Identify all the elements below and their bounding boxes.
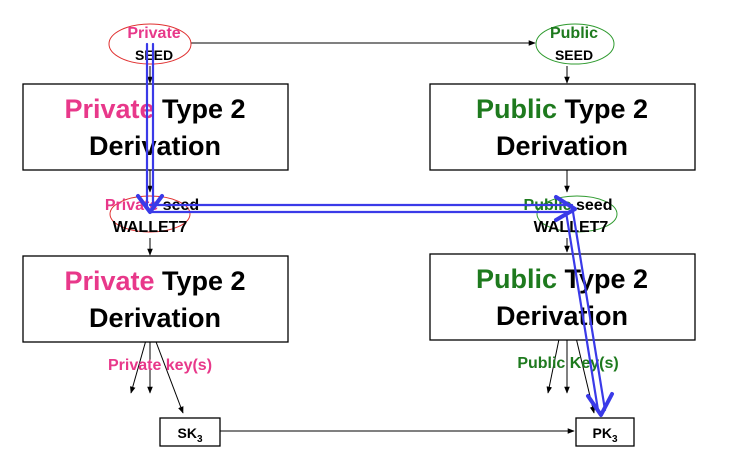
private-word: Private <box>64 266 154 296</box>
pk-subscript: 3 <box>612 434 618 445</box>
svg-text:PK3: PK3 <box>592 425 617 445</box>
public-word: Public <box>476 264 557 294</box>
private-seed-word: Private <box>105 197 158 214</box>
private-seed-node: Private SEED <box>108 23 192 65</box>
type2-text: Type 2 <box>155 266 246 296</box>
type2-text: Type 2 <box>557 264 648 294</box>
public-derivation-box-2: Public Type 2 Derivation <box>429 253 696 341</box>
derivation-text: Derivation <box>496 301 628 331</box>
public-keys-label: Public Key(s) <box>517 355 618 372</box>
public-derivation-box-1: Public Type 2 Derivation <box>429 83 696 171</box>
type2-text: Type 2 <box>155 94 246 124</box>
sk-subscript: 3 <box>197 434 203 445</box>
flow-private-to-public-wallet <box>148 203 574 214</box>
private-derivation-box-1: Private Type 2 Derivation <box>22 83 289 171</box>
public-seed-node: Public SEED <box>535 23 615 65</box>
flow-arrowhead-public-wallet-icon <box>554 195 577 222</box>
sk-base: SK <box>177 425 196 441</box>
derivation-text: Derivation <box>496 131 628 161</box>
flow-arrowhead-pk-icon <box>586 392 614 417</box>
private-word: Private <box>64 94 154 124</box>
type2-text: Type 2 <box>557 94 648 124</box>
svg-text:Public Type 2: Public Type 2 <box>476 264 648 294</box>
derivation-text: Derivation <box>89 303 221 333</box>
flow-seed-to-wallet <box>145 42 155 210</box>
flow-wallet-to-pk <box>564 210 607 412</box>
public-word: Public <box>476 94 557 124</box>
pk3-box: PK3 <box>575 417 635 447</box>
wallet-label: WALLET7 <box>534 219 609 236</box>
public-seed-ellipse <box>535 23 615 65</box>
pk-base: PK <box>592 425 611 441</box>
wallet-label: WALLET7 <box>113 219 188 236</box>
private-keys-label: Private key(s) <box>108 357 212 374</box>
private-seed-ellipse <box>108 23 192 65</box>
svg-text:Public Type 2: Public Type 2 <box>476 94 648 124</box>
svg-text:SK3: SK3 <box>177 425 202 445</box>
private-seed-label: Private <box>127 25 180 42</box>
svg-text:Private Type 2: Private Type 2 <box>64 266 245 296</box>
svg-text:Private Type 2: Private Type 2 <box>64 94 245 124</box>
public-seed-label: Public <box>550 25 598 42</box>
sk3-box: SK3 <box>159 417 221 447</box>
derivation-text: Derivation <box>89 131 221 161</box>
public-wallet-seed-node: Public seed WALLET7 <box>524 195 618 236</box>
private-derivation-box-2: Private Type 2 Derivation <box>22 255 289 343</box>
seed-word: seed <box>572 197 613 214</box>
public-seed-sublabel: SEED <box>555 47 593 63</box>
private-wallet-ellipse <box>109 195 191 233</box>
highlight-flow-path <box>136 42 614 417</box>
